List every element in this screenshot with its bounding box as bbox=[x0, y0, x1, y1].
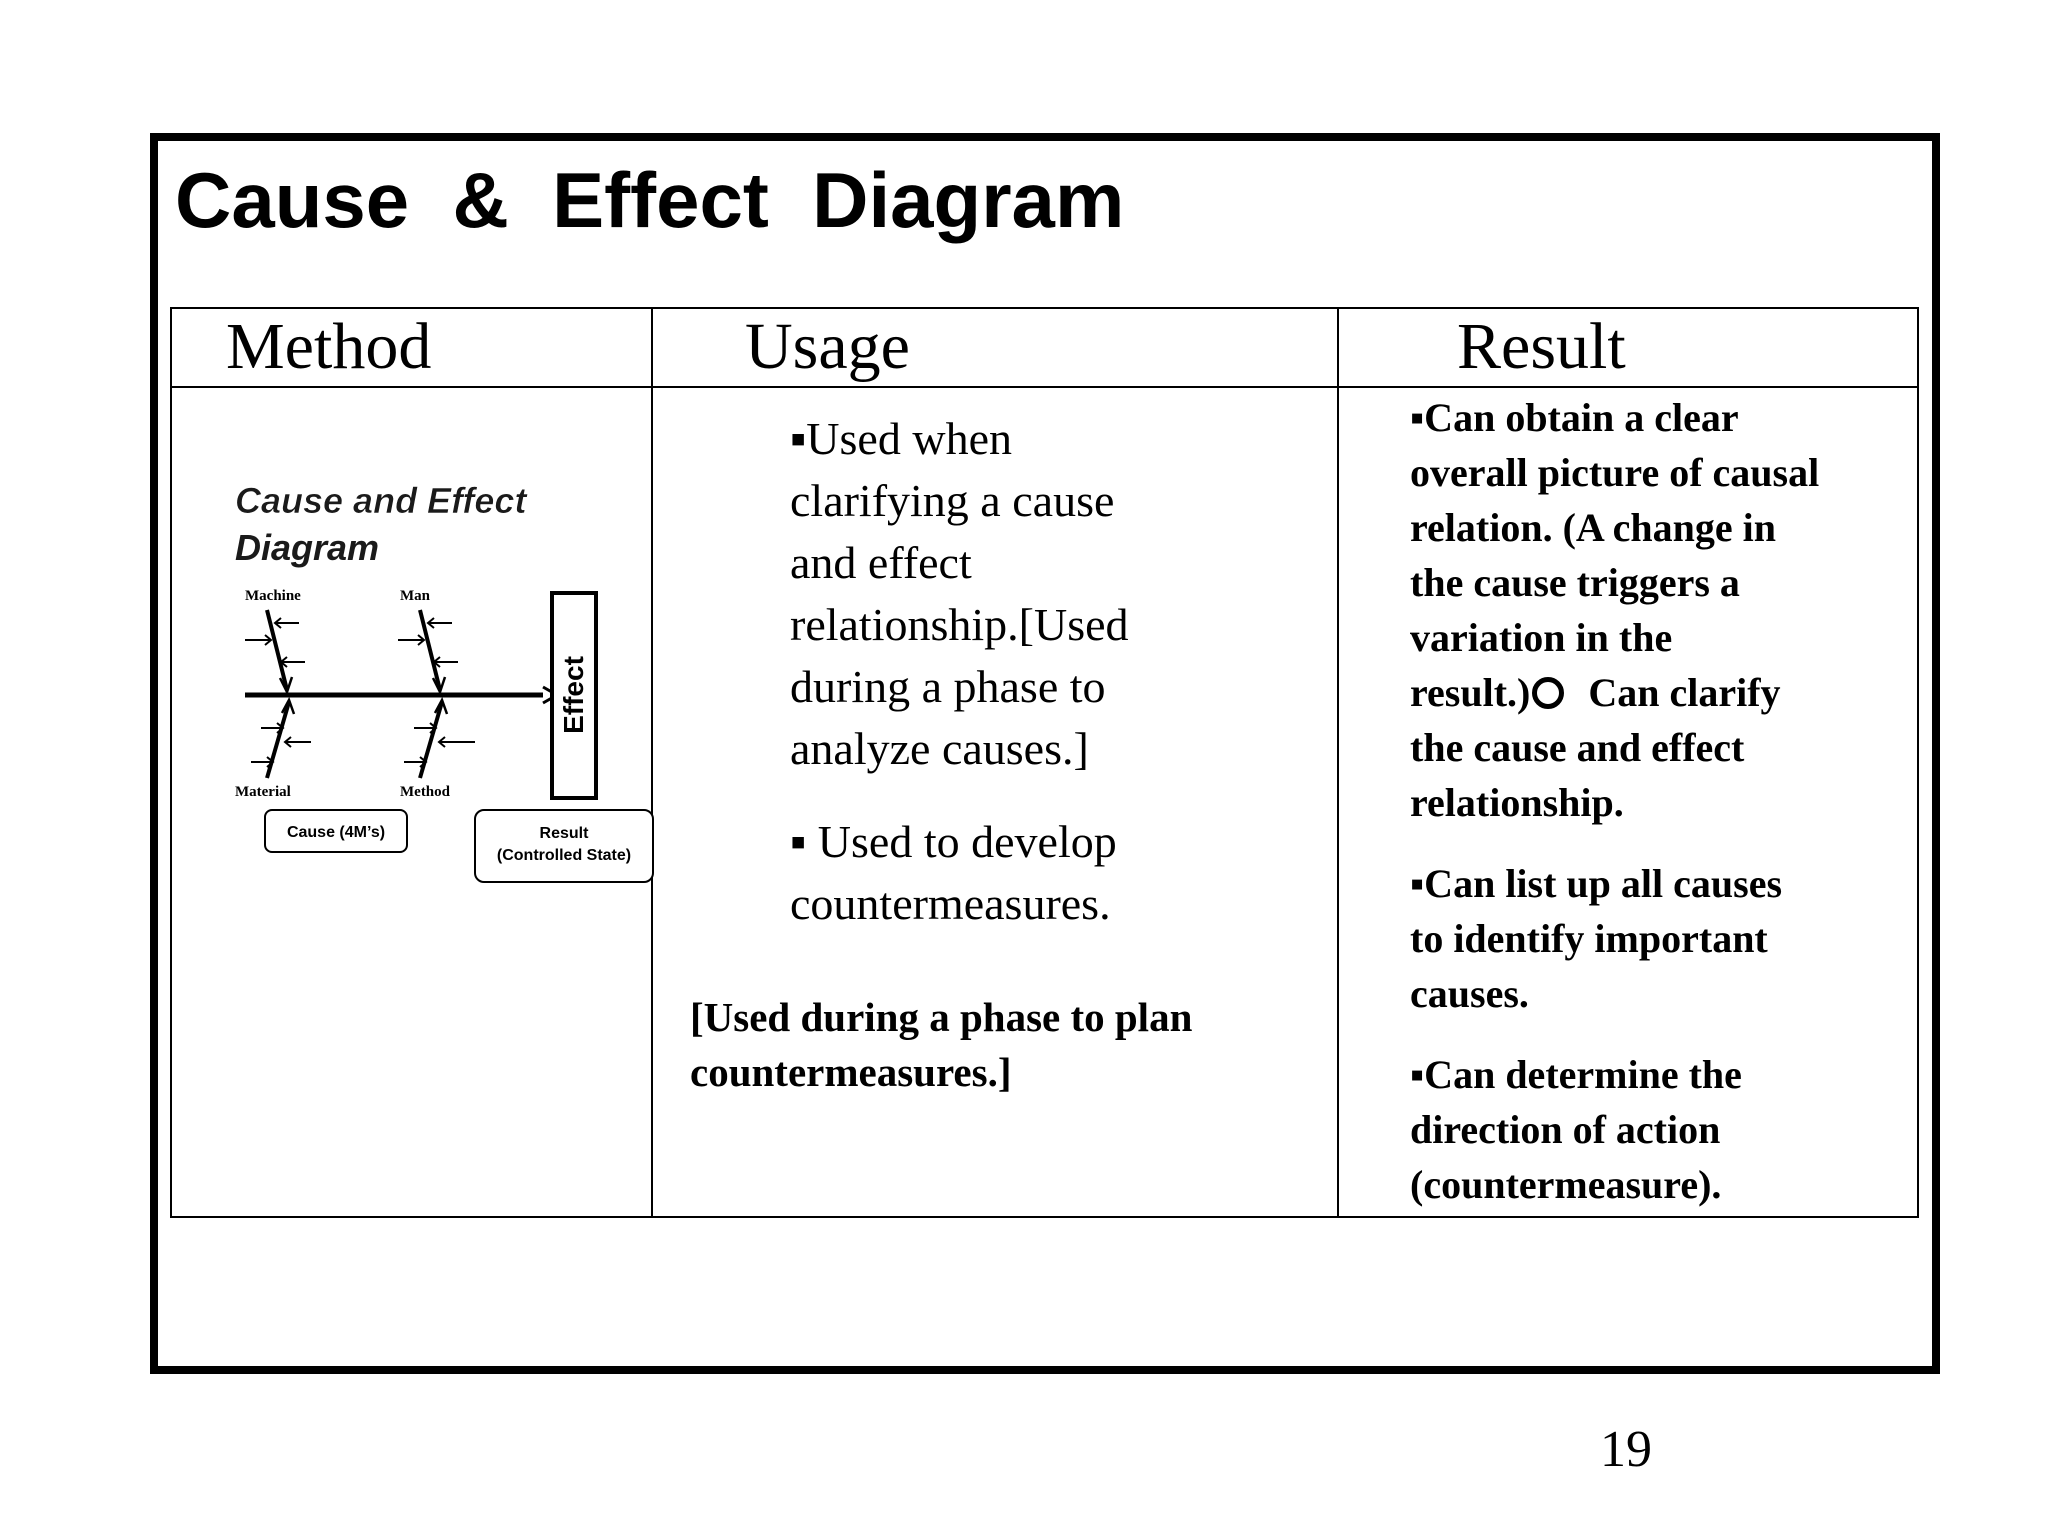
usage-item-2-line: ▪ Used to develop bbox=[790, 816, 1117, 867]
effect-label: Effect bbox=[558, 656, 589, 734]
bone-man bbox=[418, 609, 442, 691]
result-item-1-line: variation in the bbox=[1410, 615, 1673, 660]
bone-method-arrowhead bbox=[433, 696, 449, 715]
header-result: Result bbox=[1457, 310, 1626, 383]
label-man: Man bbox=[400, 588, 431, 604]
result-box bbox=[474, 809, 654, 883]
fishbone-title-line1: Cause and Effect bbox=[235, 480, 528, 521]
usage-item-2: ▪ Used to develop countermeasures. bbox=[790, 811, 1117, 935]
bone-machine bbox=[265, 609, 289, 691]
usage-note-line: countermeasures.] bbox=[690, 1049, 1012, 1095]
usage-note: [Used during a phase to plan countermeas… bbox=[690, 990, 1192, 1100]
slide-frame bbox=[150, 133, 1940, 1374]
cause-box-label: Cause (4M’s) bbox=[287, 824, 385, 841]
sub-cause-arrows-lower bbox=[251, 722, 475, 768]
fishbone-title-line2: Diagram bbox=[235, 527, 379, 568]
result-item-2-line: to identify important bbox=[1410, 916, 1768, 961]
result-item-1-line: overall picture of causal bbox=[1410, 450, 1820, 495]
usage-item-1-line: analyze causes.] bbox=[790, 723, 1089, 774]
result-item-3-line: ▪Can determine the bbox=[1410, 1052, 1742, 1097]
label-material: Material bbox=[235, 784, 291, 800]
result-item-1-line: the cause and effect bbox=[1410, 725, 1745, 770]
result-item-3-line: (countermeasure). bbox=[1410, 1162, 1722, 1207]
result-item-3: ▪Can determine the direction of action (… bbox=[1410, 1047, 1930, 1212]
result-item-1-line: relation. (A change in bbox=[1410, 505, 1776, 550]
bone-material bbox=[265, 701, 291, 779]
label-method: Method bbox=[400, 784, 451, 800]
column-divider-2 bbox=[1337, 309, 1339, 1216]
usage-item-1-line: and effect bbox=[790, 537, 972, 588]
result-item-2: ▪Can list up all causes to identify impo… bbox=[1410, 856, 1930, 1021]
usage-item-1-line: clarifying a cause bbox=[790, 475, 1115, 526]
bone-method bbox=[418, 701, 444, 779]
result-item-1-line-a: result.) bbox=[1410, 670, 1531, 715]
usage-item-1-line: ▪Used when bbox=[790, 413, 1012, 464]
usage-item-1: ▪Used when clarifying a cause and effect… bbox=[790, 408, 1129, 780]
header-divider bbox=[172, 386, 1917, 388]
bone-machine-arrowhead bbox=[278, 676, 294, 696]
result-item-1-line: ▪Can obtain a clear bbox=[1410, 395, 1739, 440]
result-item-2-line: ▪Can list up all causes bbox=[1410, 861, 1783, 906]
usage-item-1-line: relationship.[Used bbox=[790, 599, 1129, 650]
result-item-1-line: relationship. bbox=[1410, 780, 1624, 825]
cause-box bbox=[264, 809, 408, 853]
result-box-label-line2: (Controlled State) bbox=[497, 847, 631, 864]
sub-cause-arrows-upper bbox=[245, 617, 458, 668]
bone-man-arrowhead bbox=[431, 676, 447, 696]
result-item-1-line: result.) Can clarify bbox=[1410, 665, 1930, 720]
result-item-1-line: the cause triggers a bbox=[1410, 560, 1740, 605]
result-item-3-line: direction of action bbox=[1410, 1107, 1721, 1152]
page-number: 19 bbox=[1600, 1421, 1652, 1478]
label-machine: Machine bbox=[245, 588, 301, 604]
result-box-label-line1: Result bbox=[540, 825, 590, 842]
circle-bullet-icon bbox=[1532, 677, 1565, 709]
result-item-2-line: causes. bbox=[1410, 971, 1529, 1016]
usage-item-1-line: during a phase to bbox=[790, 661, 1106, 712]
result-item-1-line-b: Can clarify bbox=[1588, 670, 1781, 715]
comparison-table bbox=[170, 307, 1919, 1218]
effect-box bbox=[550, 591, 598, 800]
usage-note-line: [Used during a phase to plan bbox=[690, 994, 1193, 1040]
header-usage: Usage bbox=[745, 310, 910, 383]
header-method: Method bbox=[226, 310, 432, 383]
bone-material-arrowhead bbox=[280, 696, 296, 715]
fishbone-diagram: Cause and Effect Diagram Machine Man Mat… bbox=[235, 480, 654, 883]
column-divider-1 bbox=[651, 309, 653, 1216]
result-item-1: ▪Can obtain a clear overall picture of c… bbox=[1410, 390, 1930, 830]
usage-item-2-line: countermeasures. bbox=[790, 878, 1111, 929]
slide-title: Cause & Effect Diagram bbox=[175, 156, 1125, 244]
